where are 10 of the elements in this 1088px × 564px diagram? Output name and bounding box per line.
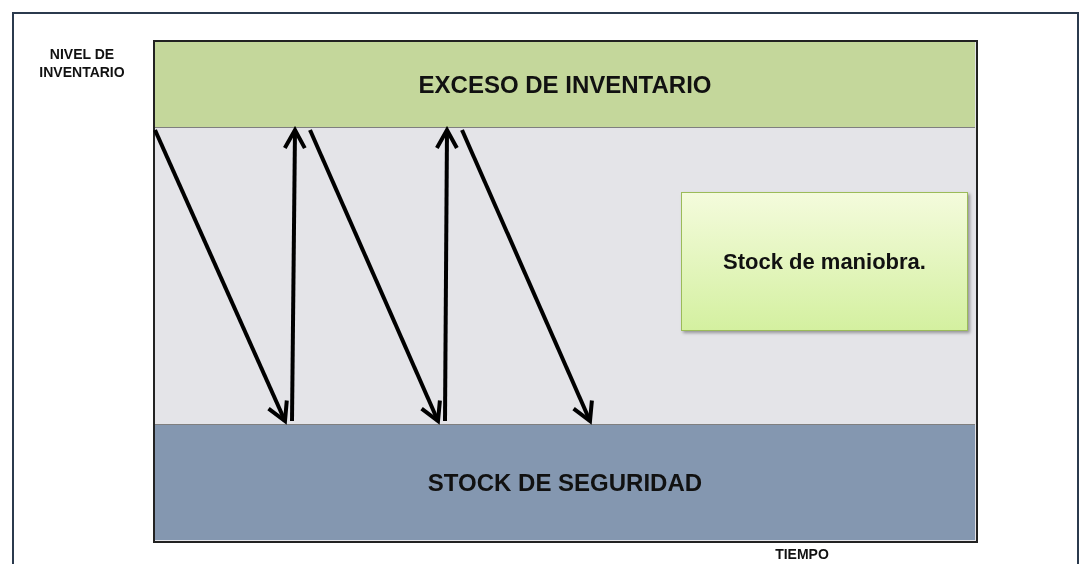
arrow — [434, 128, 459, 421]
arrow — [153, 129, 289, 423]
safety-stock-band: STOCK DE SEGURIDAD — [155, 424, 975, 540]
arrow — [460, 129, 594, 423]
stock-box: Stock de maniobra. — [681, 192, 968, 331]
arrow — [308, 129, 442, 423]
arrow — [282, 128, 307, 421]
axis-label: NIVEL DE INVENTARIO — [38, 46, 126, 81]
axis-label: TIEMPO — [774, 546, 830, 564]
excess-band: EXCESO DE INVENTARIO — [155, 42, 975, 128]
